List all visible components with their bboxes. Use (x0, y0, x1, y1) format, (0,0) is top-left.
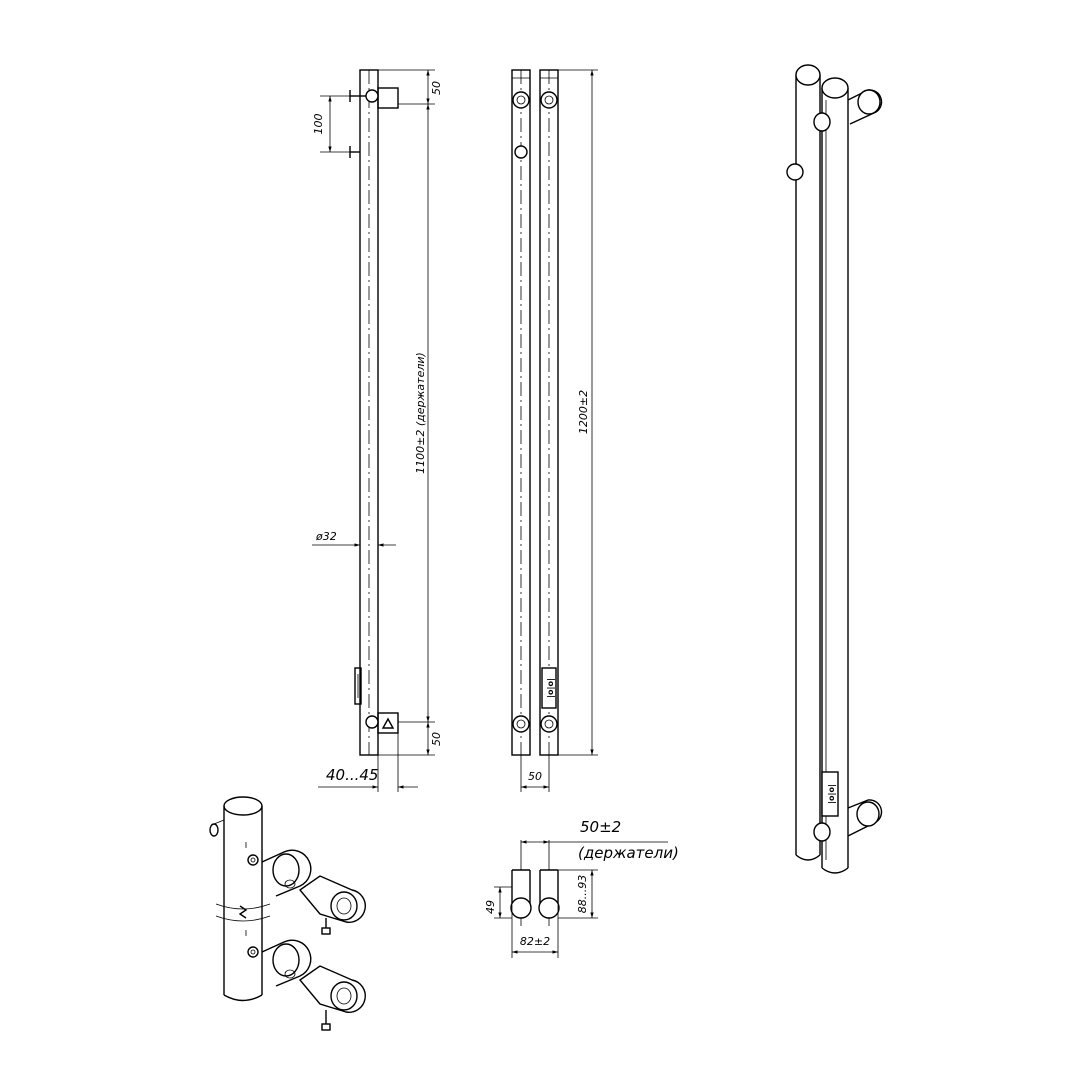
iso-back-tube (795, 64, 821, 861)
dim-tube-diameter: ø32 (315, 530, 337, 543)
isometric-view: |o|o| (786, 64, 883, 874)
side-bracket-screw (349, 146, 360, 158)
exploded-bottom-screw (247, 946, 259, 958)
iso-top-holder (813, 89, 883, 132)
dim-holder-spacing: 50±2 (580, 818, 621, 836)
dim-depth: 88...93 (576, 875, 589, 913)
dim-front-width: 50 (528, 770, 542, 783)
exploded-bottom-sleeve (298, 965, 366, 1031)
iso-controller: |o|o| (821, 771, 839, 817)
exploded-bottom-holder (261, 939, 312, 987)
side-bottom-bracket (354, 667, 399, 734)
dim-width-82: 82±2 (520, 935, 550, 948)
controller-label-front: |o|o| (546, 678, 555, 698)
exploded-top-holder (261, 849, 312, 897)
controller-label-iso: |o|o| (827, 784, 836, 804)
dim-bracket-spacing: 100 (312, 114, 325, 135)
front-view: |o|o| 1200±2 50 (511, 69, 598, 792)
dim-top-offset: 50 (430, 81, 443, 95)
front-controller: |o|o| (541, 667, 557, 709)
dim-height-49: 49 (484, 900, 497, 914)
top-view: 50±2 (держатели) 49 88...93 82±2 (484, 818, 679, 958)
exploded-tube (209, 796, 271, 1002)
side-view: 50 100 1100±2 (держатели) ø32 50 40...45 (312, 69, 443, 792)
dim-holder-note: (держатели) (578, 844, 679, 862)
iso-bottom-holder (813, 799, 883, 842)
iso-front-tube (821, 77, 849, 874)
side-top-bracket (349, 87, 399, 109)
exploded-view (209, 796, 366, 1031)
iso-back-holder (786, 163, 804, 181)
dim-holder-length: 1100±2 (держатели) (414, 352, 427, 474)
exploded-top-sleeve (298, 875, 366, 935)
dim-bottom-offset: 50 (430, 732, 443, 746)
dim-wall-gap: 40...45 (326, 766, 378, 784)
dim-total-length: 1200±2 (577, 390, 590, 434)
exploded-top-screw (247, 854, 259, 866)
